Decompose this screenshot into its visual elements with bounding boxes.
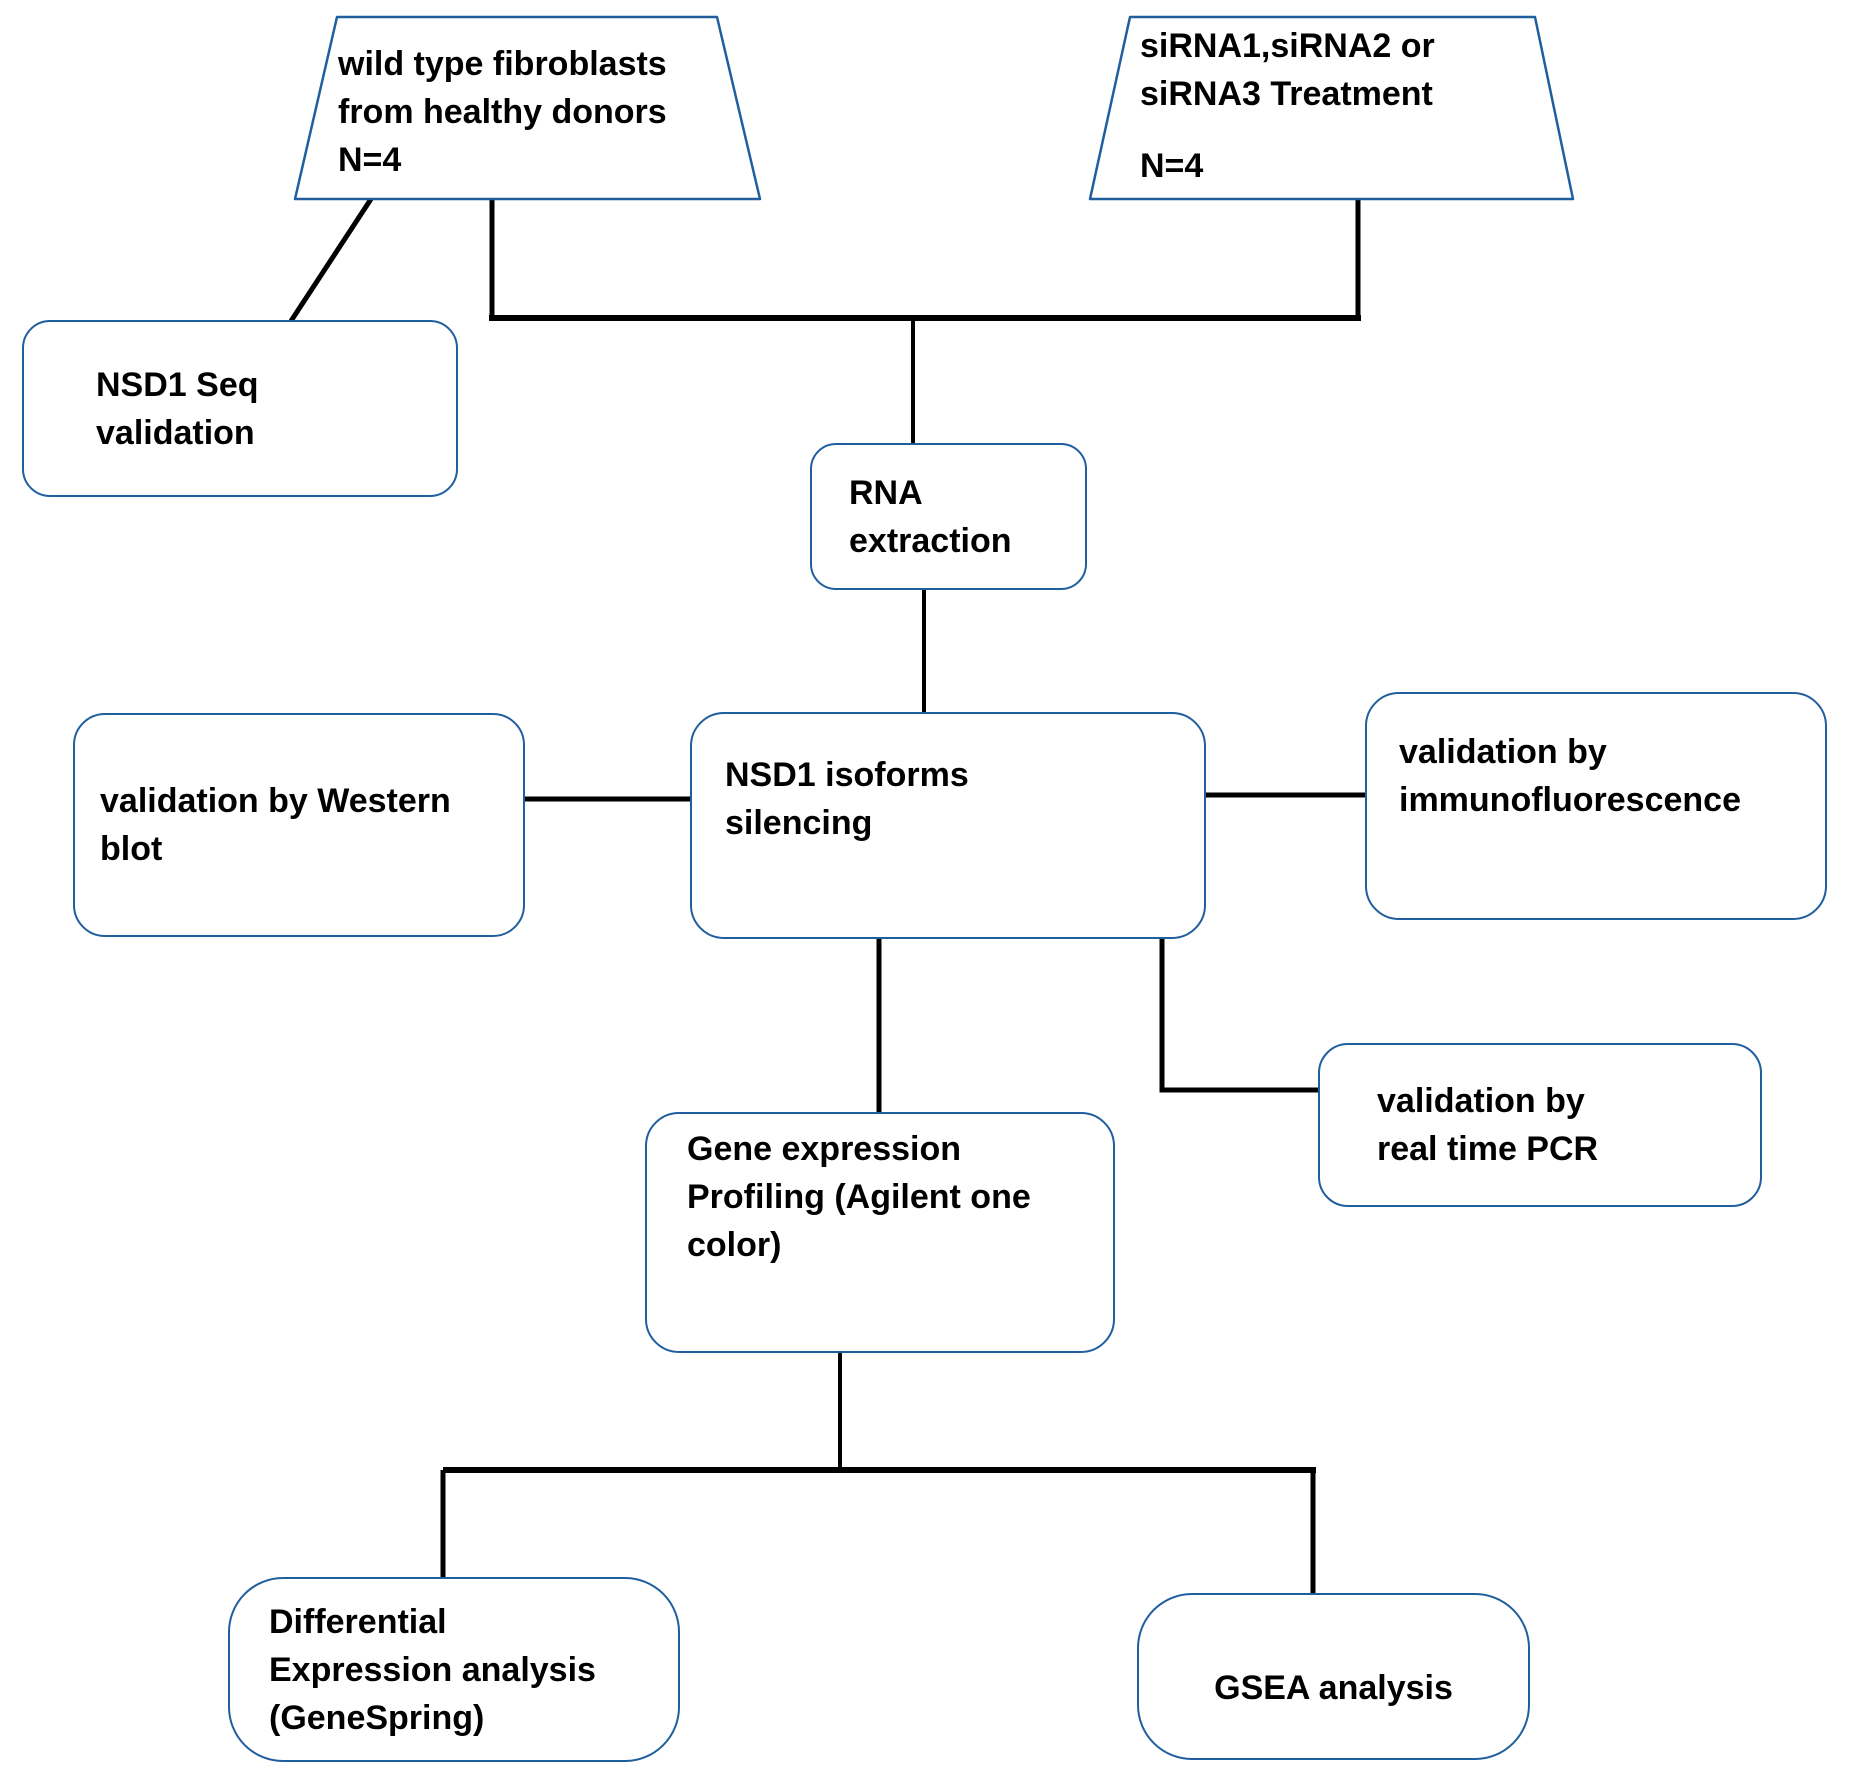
node-label: GSEA analysis [1214,1668,1453,1707]
node-gsea-analysis: GSEA analysis [1137,1593,1530,1760]
node-validation-real-time-pcr: validation by real time PCR [1318,1043,1762,1207]
node-sirna-treatment: siRNA1,siRNA2 or siRNA3 Treatment N=4 [1140,22,1560,190]
node-label: NSD1 isoforms silencing [725,755,969,842]
connector-wildtype-to-nsd1seq [288,197,374,323]
node-validation-western-blot: validation by Western blot [73,713,525,937]
trapezoid-sirna-treatment [1088,15,1575,201]
trapezoid-wild-type-fibroblasts [293,15,762,201]
connector-silencing-to-pcr [1159,939,1318,1093]
node-nsd1-seq-validation: NSD1 Seq validation [22,320,458,497]
node-gene-expression-profiling: Gene expression Profiling (Agilent one c… [645,1112,1115,1353]
node-label: wild type fibroblasts from healthy donor… [338,45,667,131]
node-wild-type-fibroblasts: wild type fibroblasts from healthy donor… [338,40,758,184]
node-label: NSD1 Seq validation [96,365,259,452]
node-label: Gene expression Profiling (Agilent one c… [687,1129,1031,1264]
node-nsd1-isoforms-silencing: NSD1 isoforms silencing [690,712,1206,939]
node-label: validation by immunofluorescence [1399,733,1741,819]
node-rna-extraction: RNA extraction [810,443,1087,590]
node-label: Differential Expression analysis (GeneSp… [269,1602,596,1737]
node-label: validation by Western blot [100,782,451,868]
node-label: validation by real time PCR [1377,1082,1599,1168]
node-differential-expression-analysis: Differential Expression analysis (GeneSp… [228,1577,680,1762]
node-label: RNA extraction [849,473,1012,560]
node-label: siRNA1,siRNA2 or siRNA3 Treatment [1140,27,1435,113]
node-validation-immunofluorescence: validation by immunofluorescence [1365,692,1827,920]
node-sample-size: N=4 [338,141,402,179]
node-sample-size: N=4 [1140,147,1204,185]
